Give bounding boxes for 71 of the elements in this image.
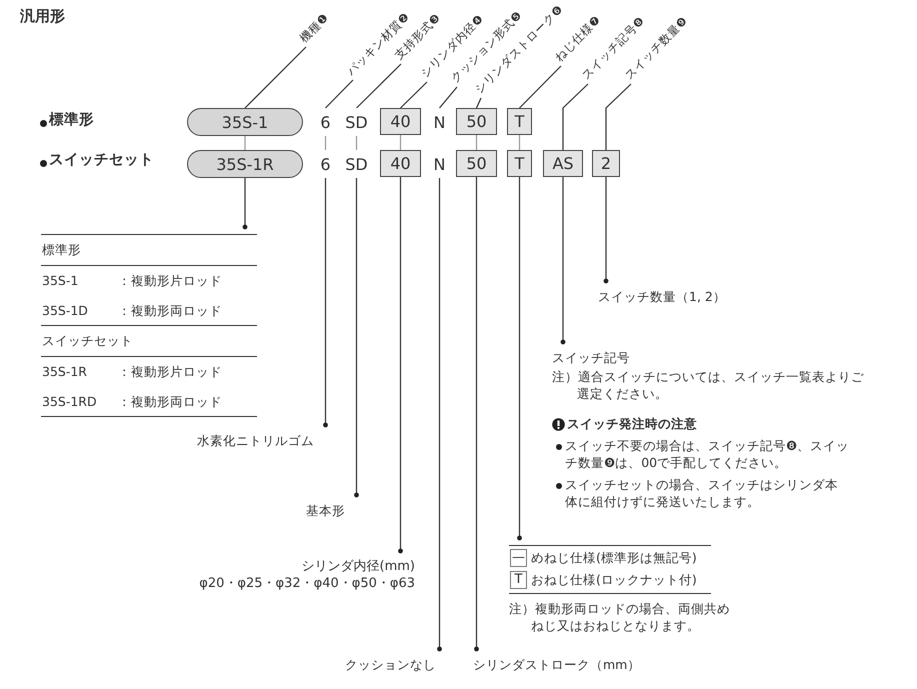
row-label: 標準形 xyxy=(49,112,94,129)
model-description: ：複動形片ロッド xyxy=(118,272,222,289)
description-text: スイッチ記号 xyxy=(552,349,630,366)
leader-line xyxy=(244,136,246,150)
code-box: 50 xyxy=(456,108,497,135)
description-text: 基本形 xyxy=(306,502,362,520)
description-text: 水素化ニトリルゴム xyxy=(197,432,330,450)
code-text: SD xyxy=(343,150,370,178)
note-text: スイッチ不要の場合は、スイッチ記号❽、スイッチ数量❾は、00で手配してください。 xyxy=(565,437,850,471)
option-text: めねじ仕様(標準形は無記号) xyxy=(531,549,697,566)
model-description: ：複動形両ロッド xyxy=(118,393,222,410)
leader-line xyxy=(476,135,478,150)
code-text: 6 xyxy=(317,150,334,178)
model-description: ：複動形片ロッド xyxy=(118,363,222,380)
leader-line xyxy=(242,178,248,230)
leader-line xyxy=(356,64,402,109)
leader-line xyxy=(354,178,359,498)
leader-line xyxy=(562,84,588,150)
row-label: スイッチセット xyxy=(49,152,154,169)
note-text: 注）適合スイッチについては、スイッチ一覧表よりご選定ください。 xyxy=(552,368,864,402)
code-box: 40 xyxy=(380,108,421,135)
leader-line xyxy=(244,46,306,109)
leader-line xyxy=(324,136,326,150)
warning-heading: スイッチ発注時の注意 xyxy=(567,415,697,432)
symbol-box: T xyxy=(510,571,527,589)
leader-line xyxy=(400,135,402,150)
leader-line xyxy=(604,177,608,284)
code-text: 6 xyxy=(317,108,334,136)
leader-line xyxy=(356,136,358,150)
leader-line xyxy=(400,82,428,109)
item-label: 機種❶ xyxy=(294,10,332,47)
model-code: 35S-1R xyxy=(42,363,87,380)
table-heading: 標準形 xyxy=(42,241,81,258)
code-box: T xyxy=(507,150,532,177)
description-text: φ20・φ25・φ32・φ40・φ50・φ63 xyxy=(199,575,415,592)
code-text: N xyxy=(431,108,448,136)
table-heading: スイッチセット xyxy=(42,332,133,349)
code-box: 50 xyxy=(456,150,497,177)
leader-line xyxy=(560,177,566,344)
note-text: 注）複動形両ロッドの場合、両側共めねじ又はおねじとなります。 xyxy=(509,600,731,634)
model-code-pill: 35S-1 xyxy=(187,108,303,136)
leader-line xyxy=(476,98,482,109)
leader-line xyxy=(605,84,632,150)
description-text: シリンダストローク（mm） xyxy=(473,656,663,674)
leader-line xyxy=(324,80,354,109)
leader-line xyxy=(518,66,562,109)
leader-line xyxy=(518,135,520,150)
leader-line xyxy=(323,178,328,428)
description-text: クッションなし xyxy=(345,656,453,674)
code-box: AS xyxy=(543,150,583,177)
leader-line xyxy=(517,177,522,540)
leader-line xyxy=(398,177,403,554)
symbol-box: — xyxy=(510,549,527,567)
leader-line xyxy=(474,177,479,652)
description-text: シリンダ内径(mm) xyxy=(302,558,415,575)
description-text: スイッチ数量（1, 2） xyxy=(598,288,768,306)
leader-line xyxy=(437,178,442,652)
note-text: スイッチセットの場合、スイッチはシリンダ本体に組付けずに発送いたします。 xyxy=(565,476,839,510)
model-description: ：複動形両ロッド xyxy=(118,302,222,319)
code-box: 40 xyxy=(380,150,421,177)
code-box: 2 xyxy=(592,150,620,177)
code-box: T xyxy=(507,108,532,135)
model-code: 35S-1D xyxy=(42,302,88,319)
leader-line xyxy=(438,86,458,109)
title: 汎用形 xyxy=(20,8,65,25)
code-text: SD xyxy=(343,108,370,136)
model-code: 35S-1 xyxy=(42,272,78,289)
code-text: N xyxy=(431,150,448,178)
option-text: おねじ仕様(ロックナット付) xyxy=(531,571,697,588)
model-code-pill: 35S-1R xyxy=(187,150,303,178)
model-code: 35S-1RD xyxy=(42,393,97,410)
